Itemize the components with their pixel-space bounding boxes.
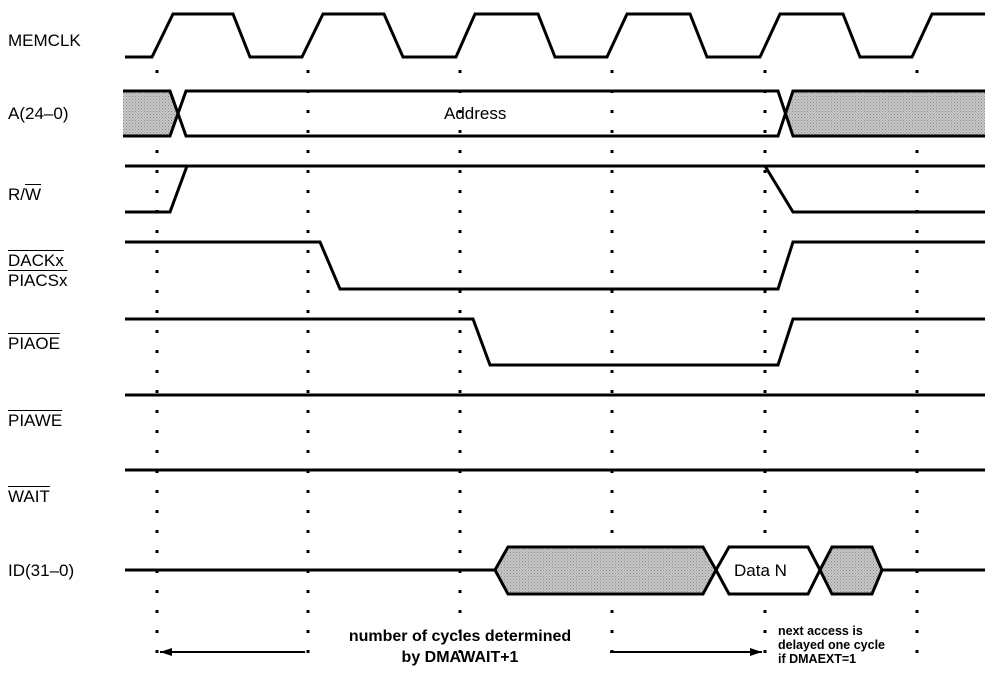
rw-waveform	[125, 164, 985, 214]
memclk-waveform	[125, 12, 985, 59]
label-address: A(24–0)	[8, 104, 69, 123]
label-piacsx: PIACSx	[8, 271, 68, 290]
next-access-line1: next access is	[778, 624, 863, 638]
cycles-annotation: number of cycles determined by DMAWAIT+1	[300, 626, 620, 668]
next-access-annotation: next access is delayed one cycle if DMAE…	[778, 624, 885, 666]
label-rw-w: W	[25, 185, 42, 204]
address-bus-lines	[123, 89, 985, 138]
next-access-line2: delayed one cycle	[778, 638, 886, 652]
label-piawe: PIAWE	[8, 411, 63, 430]
label-piaoe: PIAOE	[8, 334, 60, 353]
piaoe-waveform	[125, 317, 985, 367]
data-n-label: Data N	[734, 561, 787, 580]
next-access-line3: if DMAEXT=1	[778, 652, 857, 666]
cycles-annotation-line2: by DMAWAIT+1	[401, 649, 519, 666]
label-memclk: MEMCLK	[8, 31, 81, 50]
id-bus-invalid-2	[818, 545, 884, 596]
address-bus-invalid-right	[785, 91, 985, 136]
dack-piacs-waveform	[125, 240, 985, 291]
label-id: ID(31–0)	[8, 561, 75, 580]
address-bus-invalid-left	[123, 91, 178, 136]
id-bus-invalid-1	[493, 545, 718, 596]
label-rw: R/W	[8, 185, 41, 205]
cycles-annotation-line1: number of cycles determined	[348, 628, 572, 645]
address-bus-label: Address	[444, 104, 507, 123]
label-rw-r: R/	[8, 185, 25, 204]
label-wait: WAIT	[8, 487, 50, 506]
label-dackx: DACKx	[8, 251, 64, 270]
